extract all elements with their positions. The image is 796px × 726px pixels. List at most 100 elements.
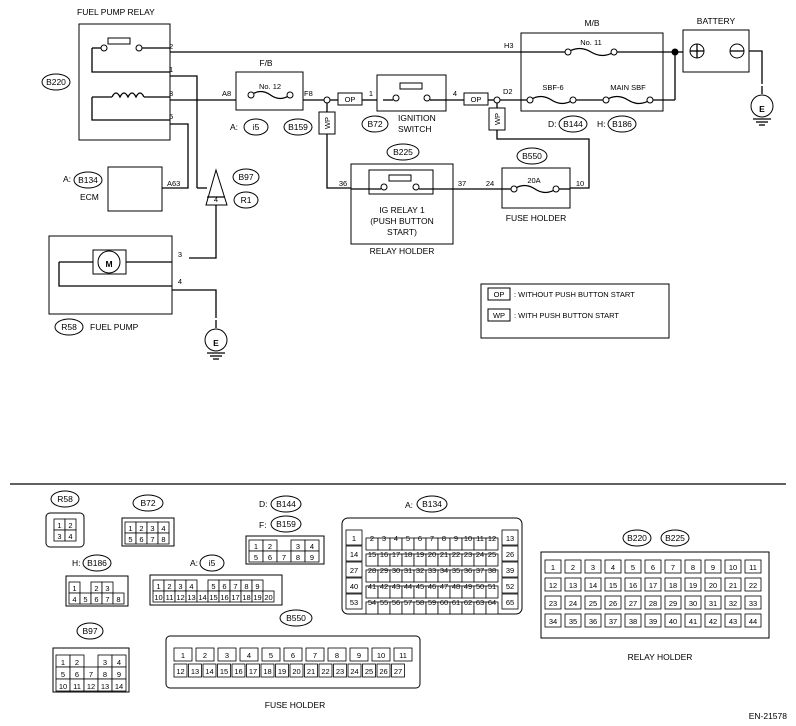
conn-b550-pin: 17 (249, 667, 257, 676)
conn-b550-cell (362, 663, 376, 678)
relay-holder-cell (684, 595, 702, 610)
mb-fuse-sbf6 (529, 95, 574, 105)
conn-r58-pin: 4 (68, 532, 72, 541)
conn-b72-code-oval (132, 494, 164, 512)
ign-code-oval (361, 115, 389, 133)
relay-holder-cell (664, 613, 682, 628)
relay-holder-cell (684, 577, 702, 592)
relay-holder-pin: 4 (611, 563, 615, 572)
conn-r58-cell (64, 529, 77, 542)
relay-holder-cell (684, 559, 702, 574)
relay-holder-pin: 40 (669, 617, 677, 626)
conn-b134-pin: 22 (452, 550, 460, 559)
conn-b134-pin: 47 (440, 582, 448, 591)
conn-b134-pin: 4 (394, 534, 398, 543)
conn-b72-pin: 8 (161, 535, 165, 544)
conn-b159-pin: 8 (296, 553, 300, 562)
ign-label-1: IGNITION (398, 113, 436, 123)
conn-b134-pin: 10 (464, 534, 472, 543)
wire-relay-pin1 (170, 75, 198, 188)
relay-holder-pin: 21 (729, 581, 737, 590)
conn-b550-pin: 9 (357, 651, 361, 660)
mb-fuse-top-label: No. 11 (580, 38, 602, 47)
fuse-terminal (510, 185, 518, 193)
conn-b550-cell (347, 663, 362, 678)
conn-b550-pin: 22 (321, 667, 329, 676)
conn-i5-pin: 8 (244, 582, 248, 591)
conn-r58-pin: 3 (57, 532, 61, 541)
conn-b134-pin: 5 (406, 534, 410, 543)
conn-i5-pin: 18 (242, 593, 250, 602)
conn-b550-label: FUSE HOLDER (265, 700, 325, 710)
conn-b144-prefix: D: (259, 499, 268, 509)
conn-b134-pin: 16 (380, 550, 388, 559)
conn-b186-code: B186 (87, 558, 107, 568)
conn-b97-pin: 11 (73, 682, 81, 691)
relay-holder-label: RELAY HOLDER (628, 652, 693, 662)
conn-b550-pin: 15 (220, 667, 228, 676)
conn-b134-pin: 6 (418, 534, 422, 543)
conn-i5-pin: 6 (222, 582, 226, 591)
conn-b134-pin: 50 (476, 582, 484, 591)
ground-label: E (213, 338, 219, 348)
relay-holder-pin: 30 (689, 599, 697, 608)
ig-contact-bar (388, 174, 412, 182)
relay-holder-cell (564, 613, 582, 628)
conn-b134-pin: 45 (416, 582, 424, 591)
relay-contact (135, 44, 143, 52)
mb-pin-h3: H3 (504, 41, 514, 50)
conn-b550-housing (165, 635, 421, 689)
relay-holder-pin: 36 (589, 617, 597, 626)
junction-dot (671, 48, 679, 56)
relay-holder-cell (644, 577, 662, 592)
conn-b134-pin: 28 (368, 566, 376, 575)
ground-icon (204, 328, 228, 352)
conn-i5-pin: 10 (154, 593, 162, 602)
joint-code-b97-oval (232, 168, 260, 186)
conn-b550-pin: 12 (176, 667, 184, 676)
ig-relay-line1: IG RELAY 1 (379, 205, 425, 215)
junction-icon (323, 96, 331, 104)
wire-to-fuse-holder (496, 130, 590, 189)
conn-b186-code-oval (82, 554, 112, 572)
conn-b97-pin: 3 (103, 658, 107, 667)
relay-holder-pin: 26 (609, 599, 617, 608)
relay-holder-pin: 12 (549, 581, 557, 590)
fuse-terminal (646, 96, 654, 104)
fb-box (235, 71, 304, 111)
conn-b97-code: B97 (82, 626, 97, 636)
relay-holder-cell (584, 613, 602, 628)
ign-pin-1: 1 (369, 89, 373, 98)
fuse-terminal (602, 96, 610, 104)
relay-holder-pin: 20 (709, 581, 717, 590)
wire-relay-pin5 (162, 123, 189, 189)
conn-b550-pin: 10 (377, 651, 385, 660)
conn-b72-pin: 4 (161, 524, 165, 533)
relay-holder-code-b225: B225 (665, 533, 685, 543)
conn-b134-pin: 32 (416, 566, 424, 575)
conn-b550-cell (376, 663, 391, 678)
fuse-holder-fuse-label: 20A (527, 176, 540, 185)
motor-label: M (105, 259, 112, 269)
conn-i5-pin: 7 (233, 582, 237, 591)
mb-pin-d2: D2 (503, 87, 513, 96)
conn-b134-pin: 54 (368, 598, 376, 607)
conn-b72-pin: 1 (128, 524, 132, 533)
conn-i5-pin: 4 (189, 582, 193, 591)
conn-b134-pin: 12 (488, 534, 496, 543)
relay-holder-pin: 10 (729, 563, 737, 572)
conn-b159-pin: 2 (268, 542, 272, 551)
wp-tag: WP (323, 117, 332, 129)
conn-b550-cell (275, 663, 289, 678)
conn-b134-cell (485, 537, 499, 551)
conn-b550-pin: 3 (225, 651, 229, 660)
conn-i5-pin: 11 (166, 593, 174, 602)
relay-holder-pin: 5 (631, 563, 635, 572)
conn-b72-pin: 2 (139, 524, 143, 533)
relay-holder-cell (624, 595, 642, 610)
conn-r58-code-oval (50, 490, 80, 508)
legend-tag: OP (494, 290, 505, 299)
relay-holder-code-b220-oval (622, 529, 652, 547)
conn-b134-cell (345, 545, 363, 562)
ecm-conn-prefix: A: (63, 174, 71, 184)
